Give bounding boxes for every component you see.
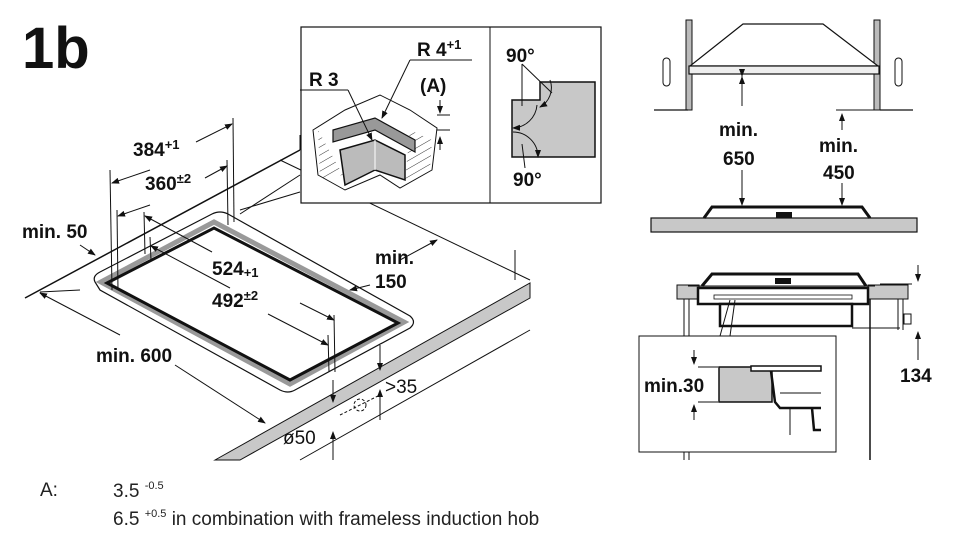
- dim-min-thickness: >35: [385, 377, 417, 398]
- detail-inset: [300, 26, 602, 204]
- angle-bottom: 90°: [513, 170, 542, 191]
- footnote-line1-value: 3.5: [113, 481, 140, 502]
- dim-hood-clearance-line2: 650: [723, 149, 755, 170]
- dim-min-side-line1: min.: [375, 248, 414, 269]
- footnote-line1: 3.5 -0.5: [113, 480, 164, 503]
- dim-hole-diameter: ø50: [283, 428, 316, 449]
- hood-clearance-drawing: [650, 19, 918, 233]
- footnote-line2-value: 6.5: [113, 509, 140, 530]
- dim-installation-depth: 134: [900, 366, 932, 387]
- footnote-line2-tolerance: +0.5: [144, 508, 167, 520]
- dim-outer-length: 524+1: [212, 259, 259, 280]
- dim-min-side-line2: 150: [375, 272, 407, 293]
- footnote-line1-tolerance: -0.5: [144, 480, 164, 492]
- dim-min-worktop-thickness: min.30: [644, 376, 704, 397]
- section-drawing: [638, 265, 921, 460]
- dim-ref-a: (A): [420, 76, 446, 97]
- dim-min-rear: min. 50: [22, 222, 87, 243]
- footnote-line2: 6.5 +0.5 in combination with frameless i…: [113, 508, 539, 531]
- dim-outer-radius: R 4+1: [417, 37, 461, 61]
- dim-inner-length: 492±2: [212, 288, 258, 312]
- dim-cabinet-clearance-line2: 450: [823, 163, 855, 184]
- figure-label: 1b: [22, 16, 90, 81]
- dim-inner-width: 360±2: [145, 171, 191, 195]
- footnote-line2-text: in combination with frameless induction …: [171, 509, 540, 530]
- dim-inner-radius: R 3: [309, 70, 339, 91]
- worktop-cutout-drawing: [24, 117, 531, 461]
- footnote-key: A:: [40, 480, 58, 501]
- dim-hood-clearance-line1: min.: [719, 120, 758, 141]
- dim-min-depth: min. 600: [96, 346, 172, 367]
- dim-outer-width: 384+1: [133, 137, 180, 161]
- angle-top: 90°: [506, 46, 535, 67]
- dim-cabinet-clearance-line1: min.: [819, 136, 858, 157]
